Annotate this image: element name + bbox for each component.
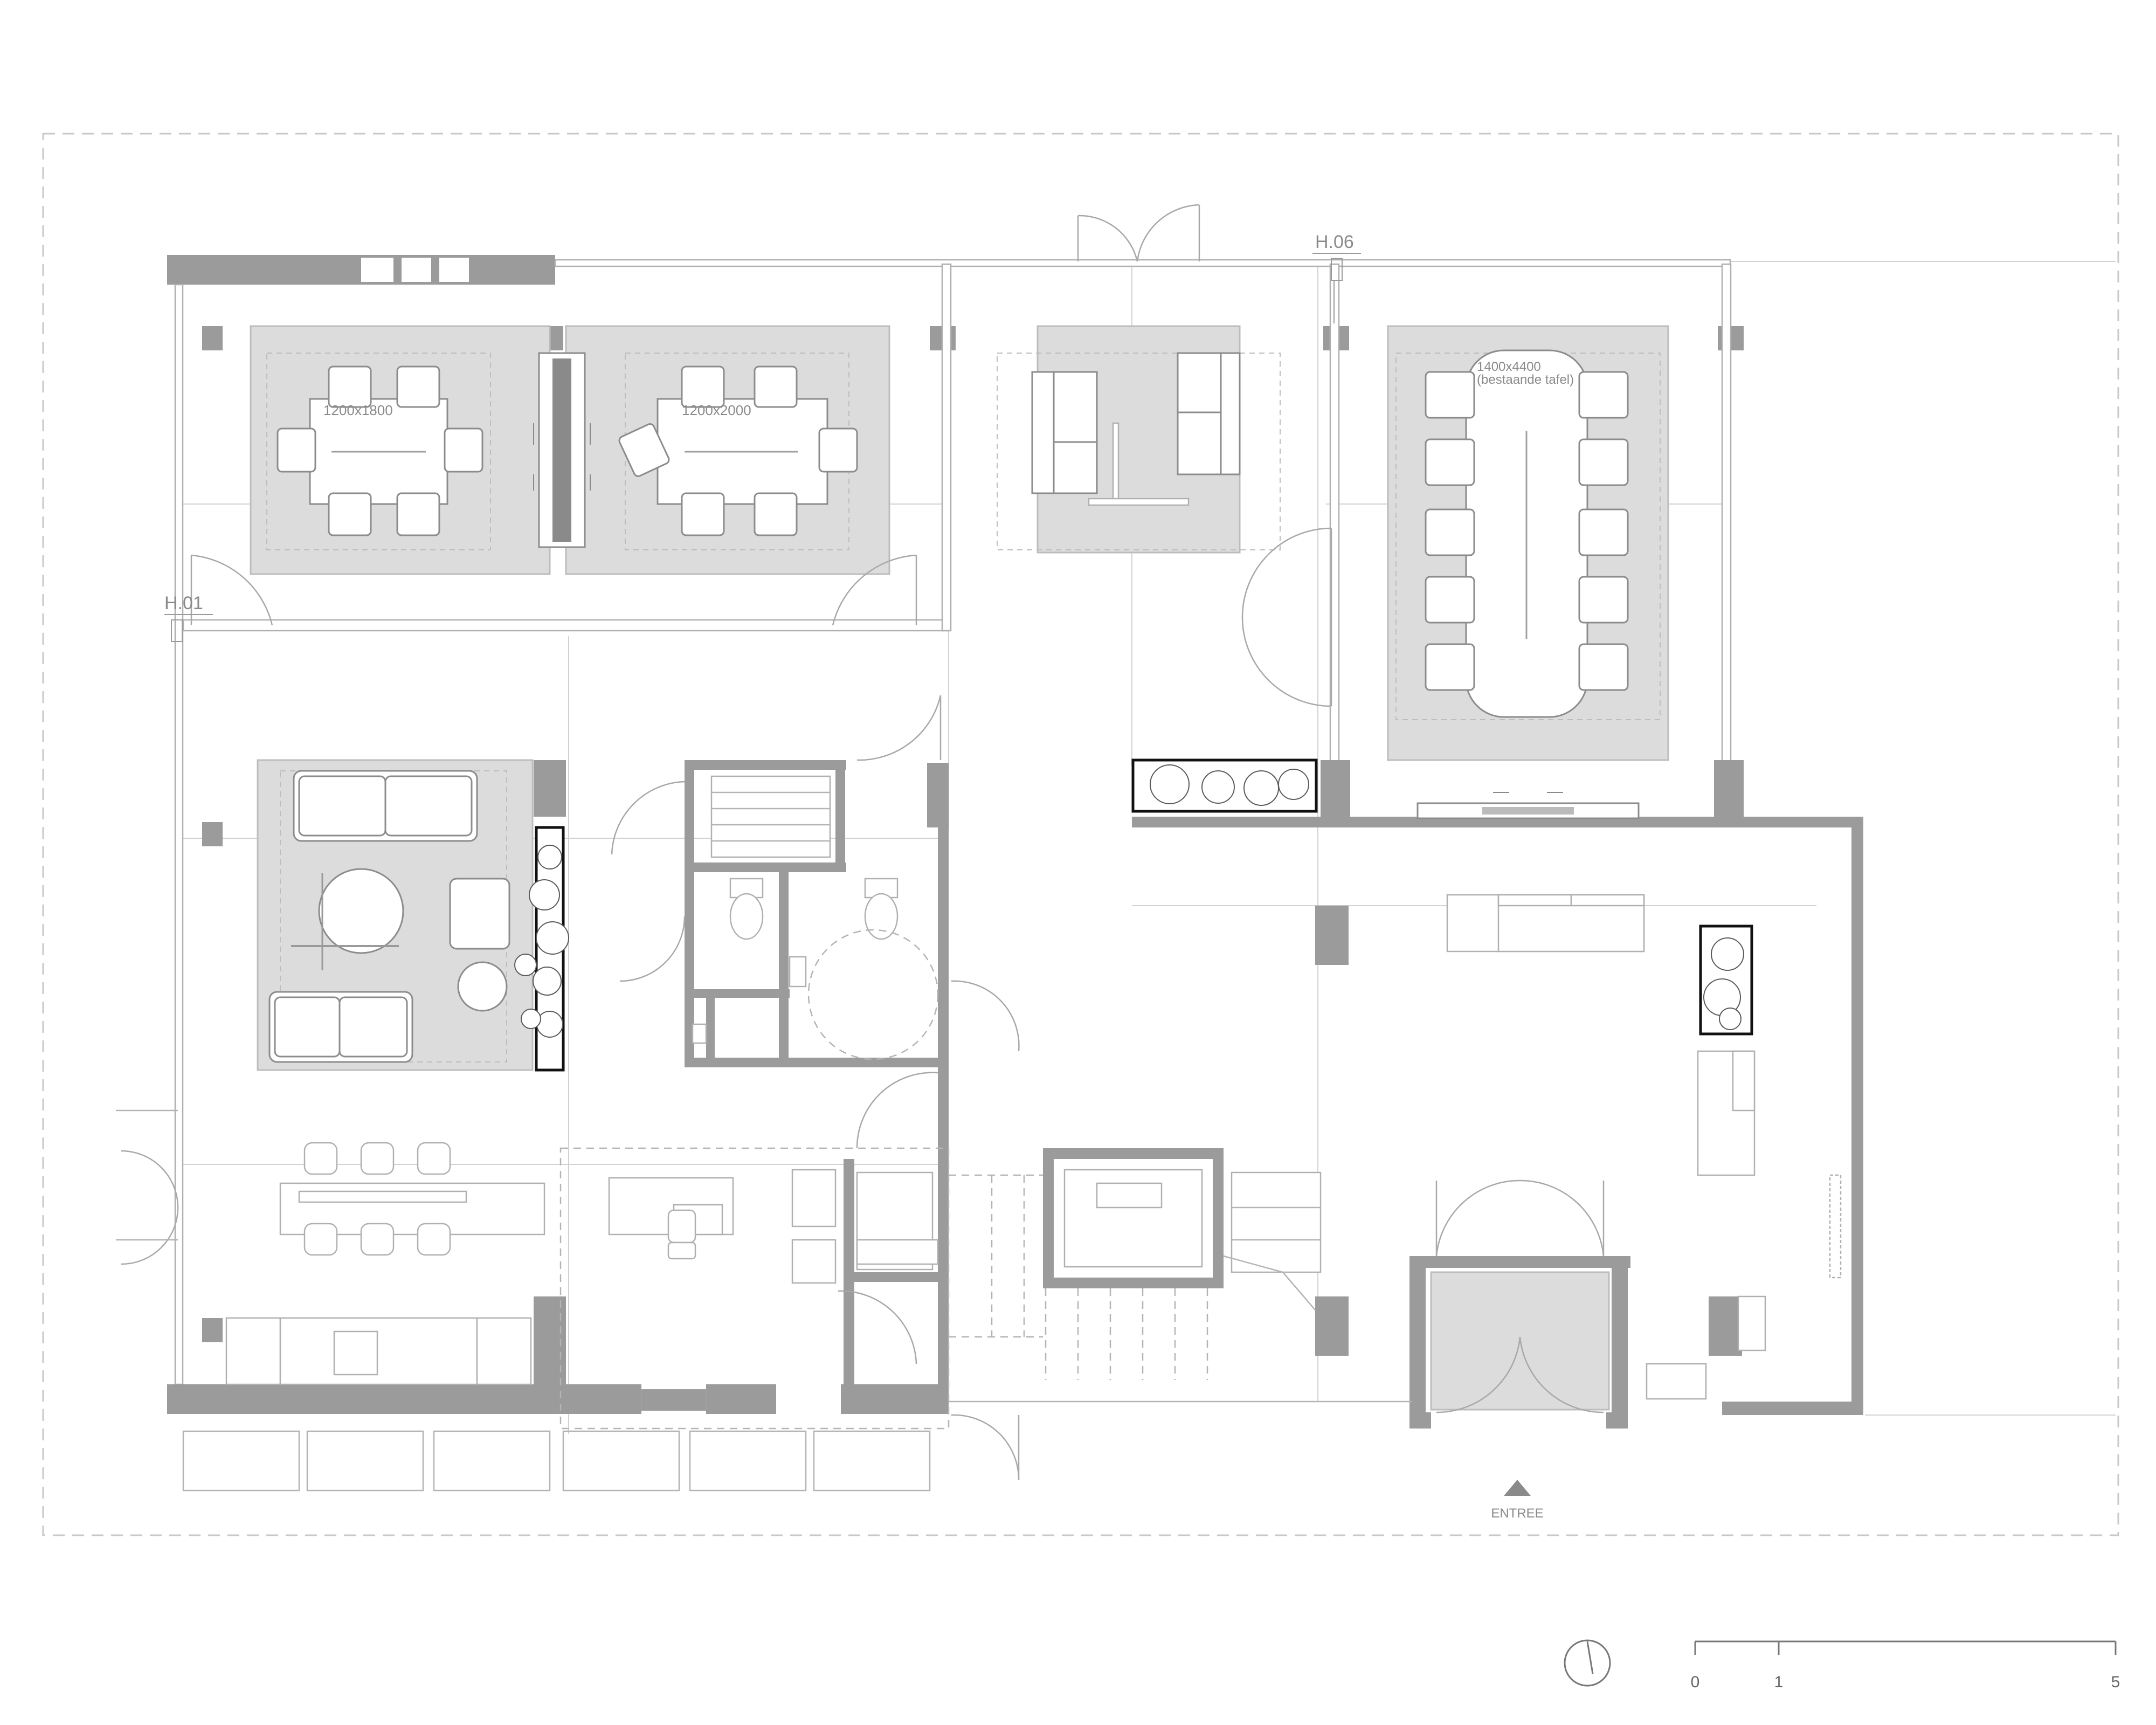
board-room bbox=[1387, 325, 1669, 819]
front-door bbox=[949, 1400, 1412, 1480]
entrance-arrow-icon bbox=[1504, 1480, 1531, 1496]
site-boundary bbox=[42, 133, 2119, 1536]
parking-bays bbox=[182, 1430, 931, 1492]
board-table-size-line1: 1400x4400 bbox=[1477, 360, 1541, 374]
lift-and-stairs bbox=[949, 1169, 1322, 1380]
section-marker-h01 bbox=[164, 614, 213, 642]
bar-area bbox=[116, 1109, 545, 1385]
entrance-label: ENTREE bbox=[1491, 1506, 1543, 1521]
section-marker-h06 bbox=[1312, 253, 1361, 323]
scale-tick-5: 5 bbox=[2111, 1673, 2120, 1691]
right-hall bbox=[1430, 894, 1842, 1413]
table-size-label-b: 1200x2000 bbox=[682, 402, 751, 418]
meeting-room-a bbox=[250, 325, 551, 575]
sliding-partition bbox=[533, 352, 591, 548]
marker-h06: H.06 bbox=[1315, 232, 1354, 252]
marker-h01: H.01 bbox=[164, 593, 203, 613]
scale-bar bbox=[1694, 1640, 2117, 1655]
meeting-room-b bbox=[565, 325, 890, 575]
planter-left bbox=[514, 826, 569, 1072]
core-details bbox=[559, 695, 1020, 1430]
board-table-size-line2: (bestaande tafel) bbox=[1477, 372, 1574, 387]
scale-tick-1: 1 bbox=[1774, 1673, 1784, 1691]
lounge-left bbox=[257, 759, 534, 1071]
scale-tick-0: 0 bbox=[1691, 1673, 1700, 1691]
planter-right bbox=[1699, 924, 1753, 1036]
table-size-label-a: 1200x1800 bbox=[323, 402, 393, 418]
walls bbox=[167, 255, 1863, 1429]
doors-meeting-rooms bbox=[190, 554, 917, 626]
planter-top bbox=[1131, 758, 1318, 813]
door-board-room bbox=[1241, 527, 1332, 707]
lounge-top bbox=[997, 204, 1281, 554]
north-arrow-icon bbox=[1564, 1639, 1611, 1687]
